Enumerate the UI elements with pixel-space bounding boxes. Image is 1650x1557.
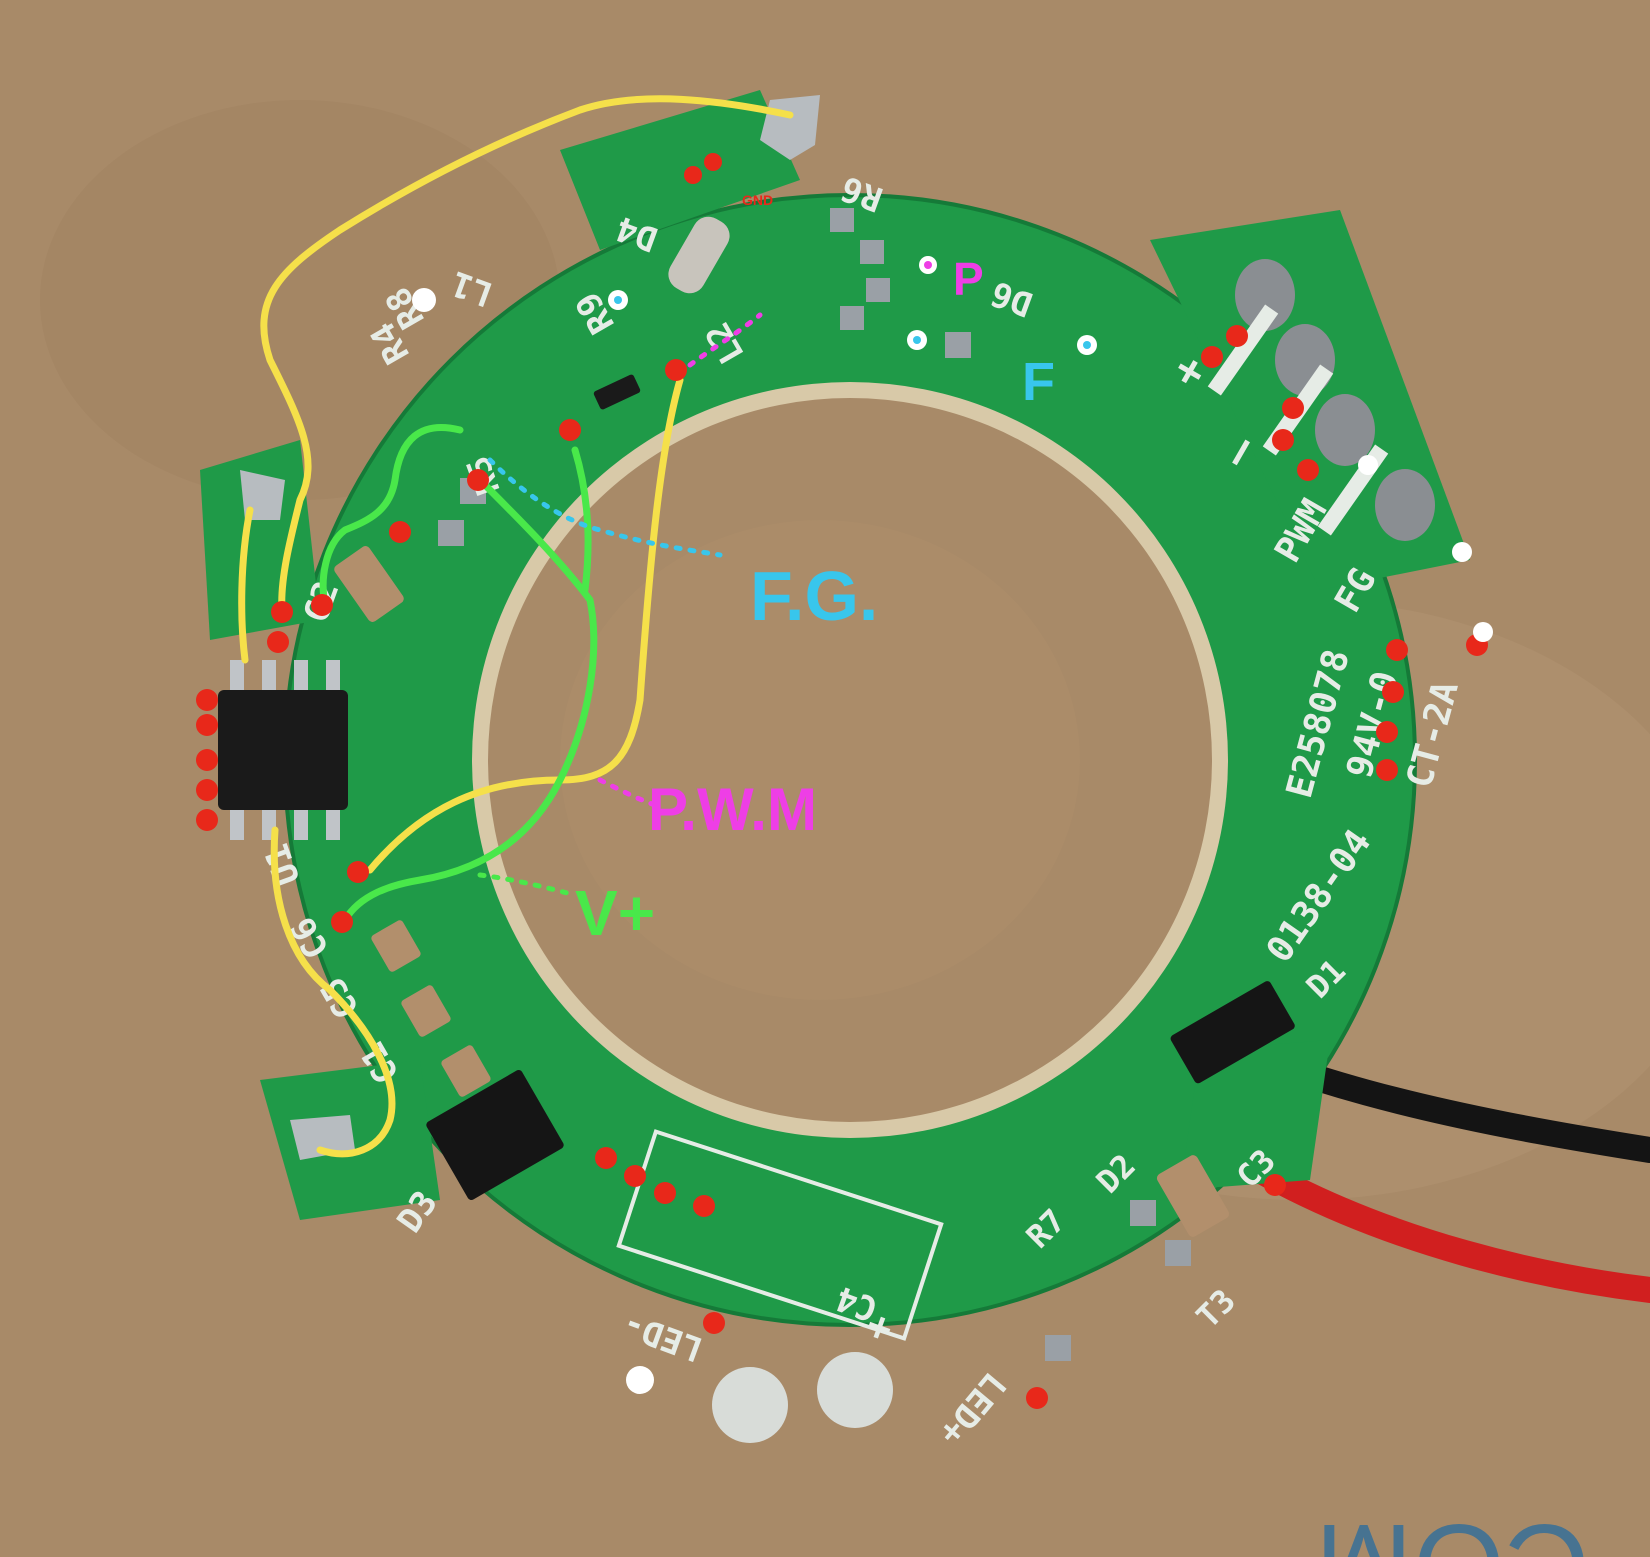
red-dot (467, 469, 489, 491)
pcb-board (200, 90, 1470, 1327)
annotation-fg: F.G. (750, 557, 878, 635)
green-trace-vplus (319, 423, 464, 609)
pcb-ring (285, 195, 1415, 1325)
diode-d1 (1170, 981, 1295, 1084)
red-dot (703, 1312, 725, 1334)
pcb-tab-left (200, 440, 320, 640)
via (626, 1366, 654, 1394)
red-dot (1272, 429, 1294, 451)
red-dot (196, 714, 218, 736)
via (1473, 622, 1493, 642)
red-dot (559, 419, 581, 441)
cap-c1 (441, 1045, 491, 1097)
annotation-pwm: P.W.M (648, 776, 817, 843)
red-dot (1386, 639, 1408, 661)
red-dot (693, 1195, 715, 1217)
ic-u1 (218, 690, 348, 810)
red-dot (196, 809, 218, 831)
red-dot (1376, 721, 1398, 743)
red-dot (1382, 681, 1404, 703)
footprint-c4-outline (616, 1129, 944, 1341)
red-dot (389, 521, 411, 543)
annotation-gnd: GND (742, 192, 773, 208)
pad-fg (1375, 469, 1435, 541)
diode-d4 (668, 216, 730, 294)
cardboard-stain (560, 520, 1080, 1000)
cardboard-stamp-text: COM (1315, 1499, 1590, 1557)
cap-c3 (1156, 1155, 1230, 1237)
annotation-p: P (953, 253, 984, 305)
led-pad-plus (817, 1352, 893, 1428)
drawn-traces (238, 95, 794, 1158)
annotation-vplus: V+ (575, 877, 655, 949)
via (412, 288, 436, 312)
annotations: GND P F F.G. P.W.M V+ (575, 192, 1055, 949)
via (1358, 455, 1378, 475)
pad-minus (1275, 324, 1335, 396)
red-dot (704, 153, 722, 171)
red-dot (654, 1182, 676, 1204)
red-dot (196, 689, 218, 711)
yellow-trace-pwm (366, 376, 684, 874)
red-dot (1264, 1174, 1286, 1196)
green-trace-branch (571, 446, 592, 594)
red-dot (595, 1147, 617, 1169)
yellow-trace-left-lug (238, 506, 254, 664)
cap-c6 (371, 920, 421, 972)
red-dot (1026, 1387, 1048, 1409)
red-dot (684, 166, 702, 184)
green-trace-main (341, 476, 598, 924)
pcb-inner-hole (488, 398, 1212, 1122)
cap-c2 (334, 546, 404, 622)
ic-u1-pins (230, 660, 340, 840)
red-dot (196, 749, 218, 771)
components (218, 208, 1295, 1443)
via-markers (412, 256, 1493, 1394)
pcb-tab-bottom-right (1180, 1040, 1330, 1190)
red-dot (1376, 759, 1398, 781)
yellow-trace-bottom (270, 826, 396, 1158)
cap-c5 (401, 985, 451, 1037)
dotted-line-vplus (477, 872, 578, 898)
square-pads (438, 208, 1191, 1361)
annotation-f: F (1022, 352, 1055, 412)
dotted-line-pwm (597, 777, 658, 808)
pcb-tab-top (560, 90, 800, 250)
dotted-line-l2 (687, 312, 763, 368)
yellow-trace-top-loop (260, 95, 794, 614)
red-dot (1201, 346, 1223, 368)
red-dot (624, 1165, 646, 1187)
red-dot (267, 631, 289, 653)
red-dot (665, 359, 687, 381)
pad-plus (1235, 259, 1295, 331)
diode-d3 (426, 1069, 564, 1201)
led-pad-minus (712, 1367, 788, 1443)
red-dot (1282, 397, 1304, 419)
pad-pwm (1315, 394, 1375, 466)
silk-bar (1207, 304, 1279, 396)
red-dot (347, 861, 369, 883)
red-dot-markers (196, 153, 1488, 1409)
red-dot (311, 594, 333, 616)
solder-lug-bottom (290, 1115, 355, 1160)
dotted-line-fg (487, 457, 723, 558)
red-dot (1226, 325, 1248, 347)
resistor-r9 (593, 374, 641, 410)
red-dot (1297, 459, 1319, 481)
red-dot (271, 601, 293, 623)
via (1452, 542, 1472, 562)
red-dot (331, 911, 353, 933)
red-dot (196, 779, 218, 801)
